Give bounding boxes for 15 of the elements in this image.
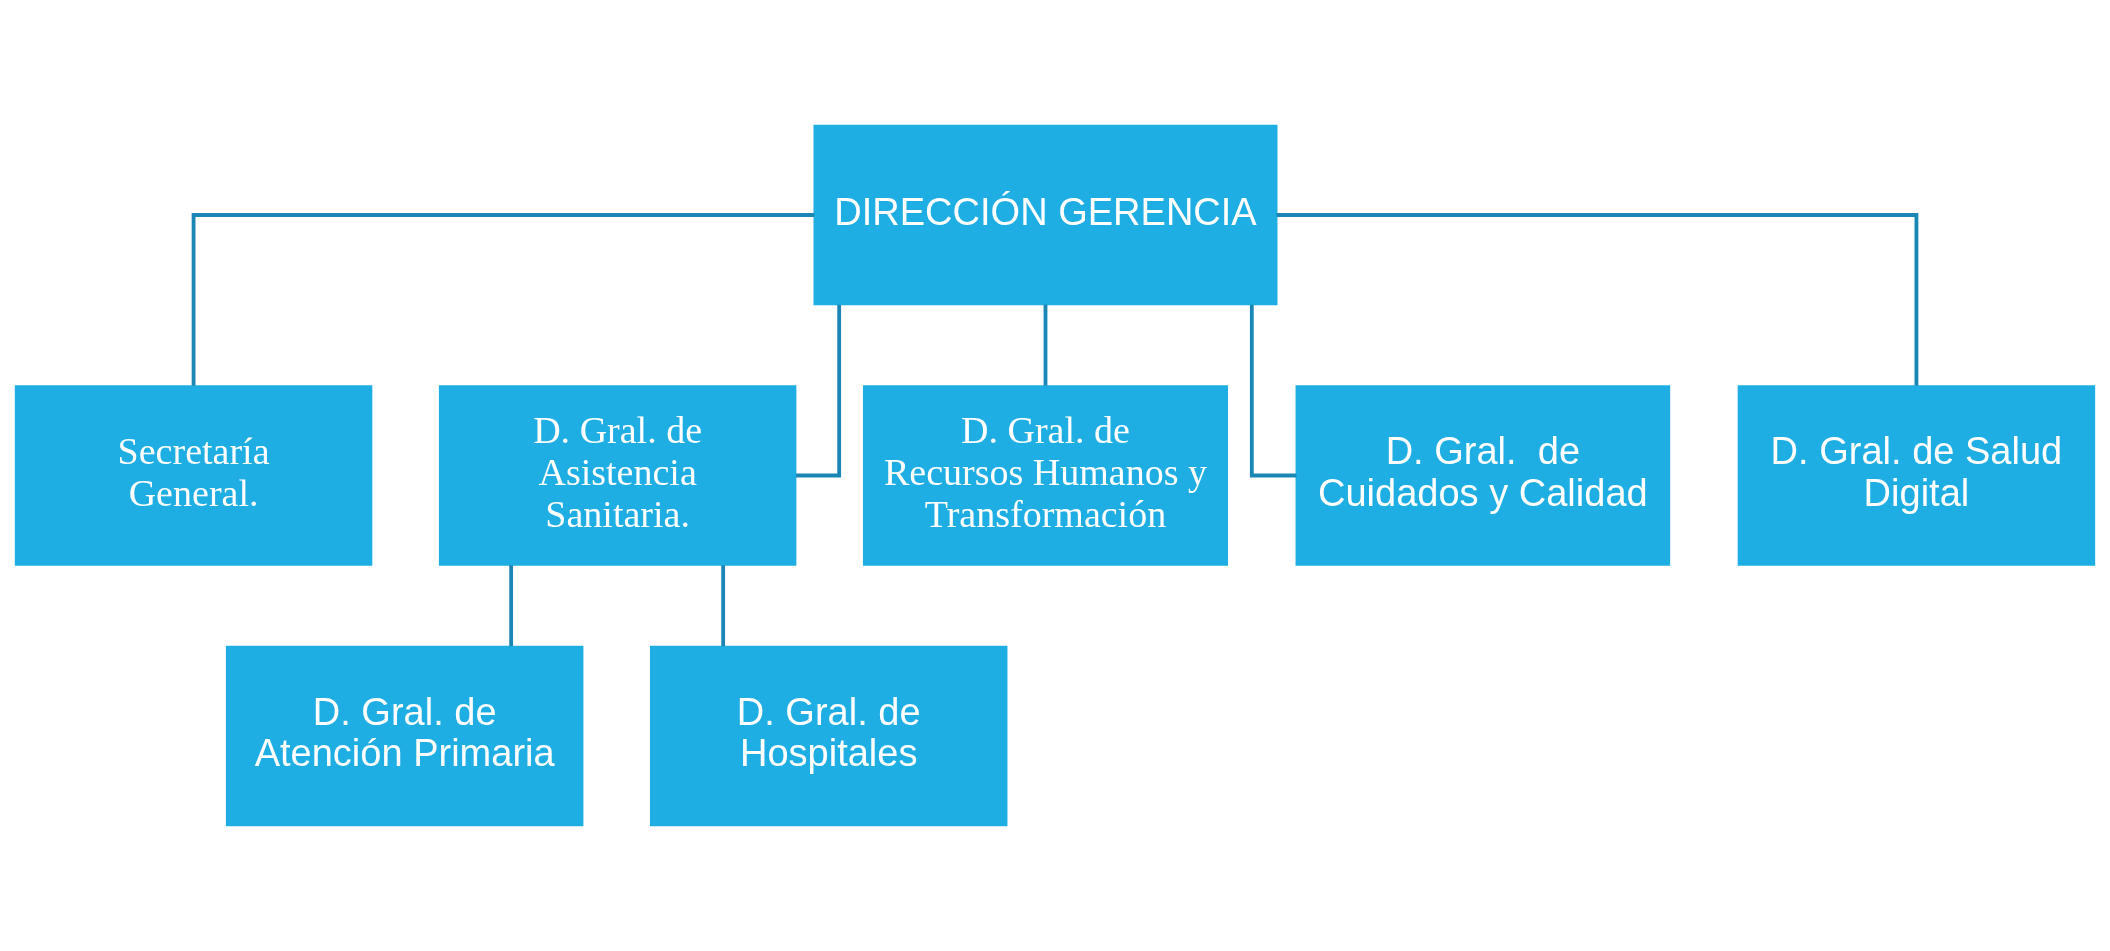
connector <box>191 213 815 386</box>
node-box: D. Gral. de Hospitales <box>649 645 1008 827</box>
node-box: D. Gral. de Salud Digital <box>1737 385 2096 566</box>
node-box: DIRECCIÓN GERENCIA <box>813 124 1278 306</box>
connector <box>1249 304 1297 478</box>
connector <box>1276 213 1919 386</box>
connector <box>721 565 726 647</box>
node-box: D. Gral. de Asistencia Sanitaria. <box>438 385 797 566</box>
connector <box>509 565 514 647</box>
node-box: Secretaría General. <box>14 385 373 566</box>
node-box: D. Gral. de Recursos Humanos y Transformación <box>862 385 1229 566</box>
node-box: D. Gral. de Cuidados y Calidad <box>1295 385 1671 566</box>
connector <box>795 304 842 478</box>
connector <box>1043 304 1048 386</box>
node-box: D. Gral. de Atención Primaria <box>225 645 584 827</box>
